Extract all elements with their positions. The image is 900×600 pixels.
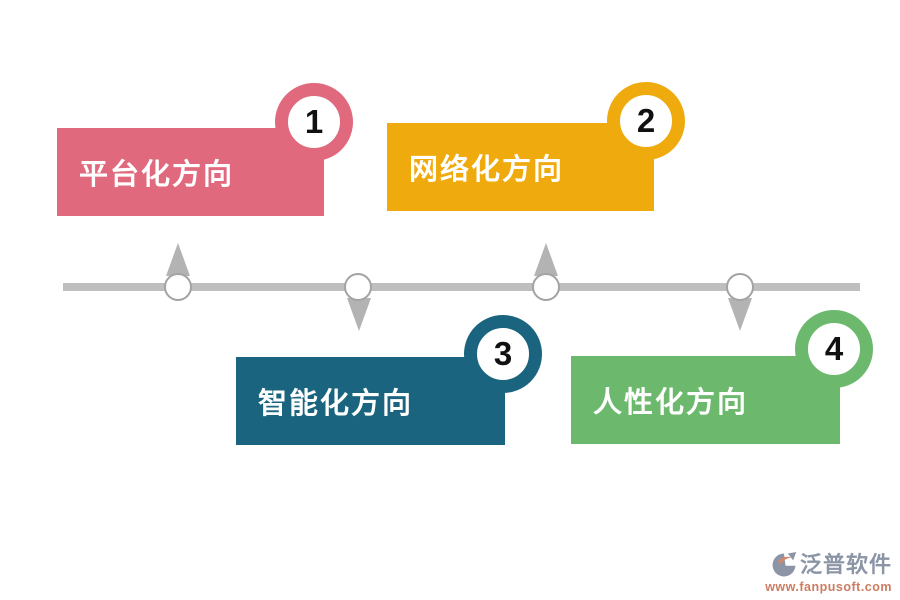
brand-name: 泛普软件 xyxy=(799,551,892,577)
arrow-up-icon xyxy=(534,243,558,276)
direction-label-4: 人性化方向 xyxy=(593,387,749,419)
timeline-node xyxy=(344,273,372,301)
direction-box-4: 人性化方向 xyxy=(571,356,840,444)
badge-number-2: 2 xyxy=(636,102,656,139)
fanpu-logo-icon xyxy=(772,552,797,577)
direction-label-1: 平台化方向 xyxy=(79,159,235,191)
direction-label-3: 智能化方向 xyxy=(258,388,414,420)
timeline-line xyxy=(63,283,860,291)
direction-label-2: 网络化方向 xyxy=(409,154,565,186)
number-badge-4: 4 xyxy=(795,310,873,388)
number-badge-3: 3 xyxy=(464,315,542,393)
badge-number-4: 4 xyxy=(824,330,844,367)
arrow-down-icon xyxy=(728,298,752,331)
arrow-up-icon xyxy=(166,243,190,276)
badge-number-1: 1 xyxy=(304,103,324,140)
direction-box-3: 智能化方向 xyxy=(236,357,505,445)
number-badge-2: 2 xyxy=(607,82,685,160)
direction-box-2: 网络化方向 xyxy=(387,123,654,211)
number-badge-1: 1 xyxy=(275,83,353,161)
badge-number-3: 3 xyxy=(493,335,513,372)
timeline-node xyxy=(164,273,192,301)
brand-url: www.fanpusoft.com xyxy=(765,580,892,594)
timeline-node xyxy=(532,273,560,301)
arrow-down-icon xyxy=(347,298,371,331)
timeline-node xyxy=(726,273,754,301)
brand-row: 泛普软件 xyxy=(765,551,892,579)
direction-box-1: 平台化方向 xyxy=(57,128,324,216)
brand-watermark: 泛普软件 www.fanpusoft.com xyxy=(765,551,892,594)
